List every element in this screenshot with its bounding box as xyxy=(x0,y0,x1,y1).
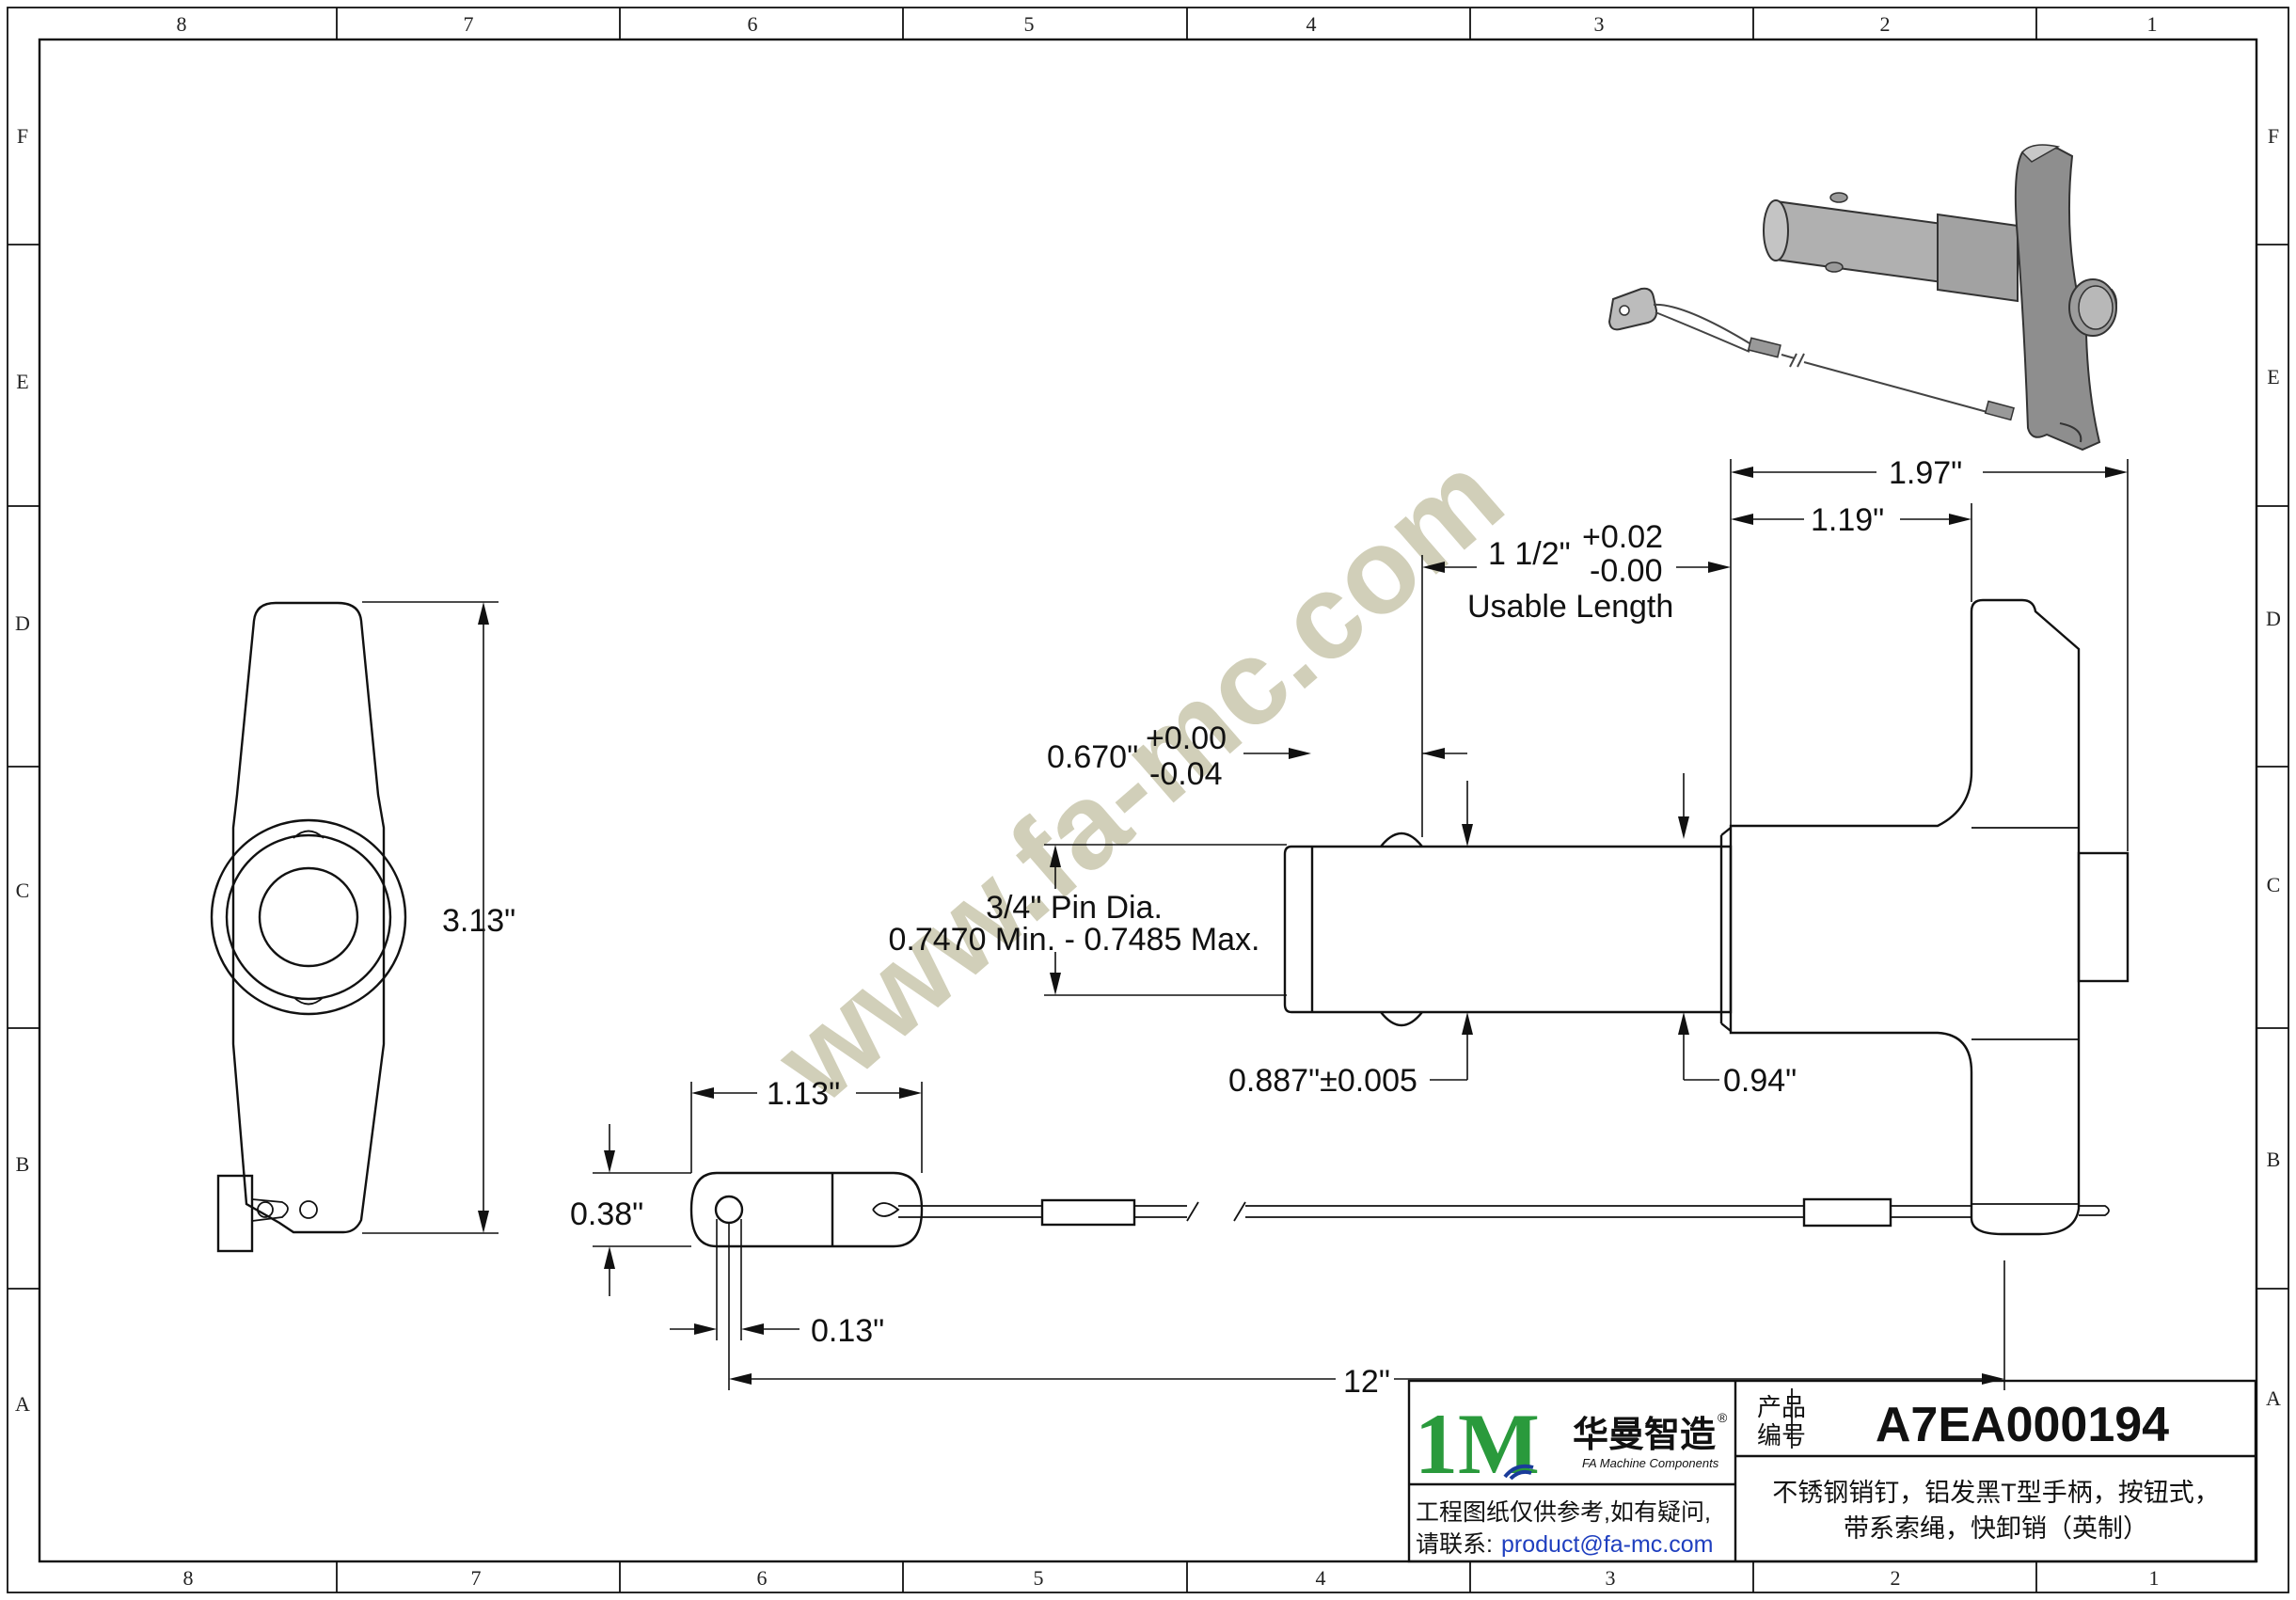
title-block: 1M 华曼智造 ® FA Machine Components 工程图纸仅供参考… xyxy=(1407,1379,2257,1563)
zone-col-top-5: 5 xyxy=(1024,12,1035,36)
zone-col-bottom-5: 5 xyxy=(1034,1566,1044,1590)
notice-line-1: 工程图纸仅供参考,如有疑问, xyxy=(1416,1499,1711,1526)
description-line-2: 带系索绳，快卸销（英制） xyxy=(1844,1514,2148,1543)
zone-row-left-D: D xyxy=(15,611,30,635)
zone-col-bottom-8: 8 xyxy=(183,1566,194,1590)
zone-labels: 8 7 6 5 4 3 2 1 8 7 6 5 4 3 2 1 F E D C … xyxy=(15,12,2281,1590)
zone-col-bottom-7: 7 xyxy=(471,1566,482,1590)
dim-pin-dia: 3/4" Pin Dia. xyxy=(986,890,1163,926)
zone-col-top-3: 3 xyxy=(1594,12,1605,36)
dim-ball-dia: 0.887"±0.005 xyxy=(1228,1063,1417,1099)
dim-ball-tol-minus: -0.04 xyxy=(1149,756,1223,792)
zone-col-top-7: 7 xyxy=(464,12,474,36)
part-number: A7EA000194 xyxy=(1876,1398,2169,1452)
zone-row-left-C: C xyxy=(16,879,30,902)
dim-overall-length: 1.97" xyxy=(1889,455,1962,491)
dim-shoulder-dia: 0.94" xyxy=(1723,1063,1797,1099)
dim-usable-tol-plus: +0.02 xyxy=(1582,519,1663,555)
zone-col-top-1: 1 xyxy=(2147,12,2158,36)
zone-col-top-6: 6 xyxy=(748,12,758,36)
zone-row-right-D: D xyxy=(2266,607,2281,630)
zone-row-left-A: A xyxy=(15,1392,30,1416)
company-logo: 1M 华曼智造 ® FA Machine Components xyxy=(1415,1396,1728,1492)
zone-row-right-B: B xyxy=(2267,1148,2281,1171)
product-label-1: 产品 xyxy=(1757,1393,1806,1421)
dim-tab-width: 0.38" xyxy=(570,1196,643,1232)
company-name-en: FA Machine Components xyxy=(1582,1456,1719,1470)
end-view: 3.13" xyxy=(210,601,515,1253)
zone-row-left-B: B xyxy=(16,1152,30,1176)
zone-col-bottom-3: 3 xyxy=(1606,1566,1616,1590)
zone-col-bottom-1: 1 xyxy=(2149,1566,2160,1590)
dim-handle-height: 3.13" xyxy=(442,903,515,939)
zone-col-bottom-2: 2 xyxy=(1891,1566,1901,1590)
zone-row-left-F: F xyxy=(17,124,28,148)
dim-ball-tol-plus: +0.00 xyxy=(1146,721,1227,756)
dim-lanyard-length: 12" xyxy=(1343,1364,1390,1400)
zone-col-top-4: 4 xyxy=(1306,12,1317,36)
contact-email[interactable]: product@fa-mc.com xyxy=(1501,1531,1713,1558)
zone-row-right-E: E xyxy=(2267,365,2279,388)
isometric-view xyxy=(1607,144,2117,451)
zone-col-bottom-4: 4 xyxy=(1316,1566,1326,1590)
zone-row-right-A: A xyxy=(2266,1386,2281,1410)
product-label-2: 编号 xyxy=(1757,1421,1806,1450)
side-view: 1.97" 1.19" 1 1/2" +0.02 -0.00 Usable Le… xyxy=(888,455,2130,1236)
dim-tab-length: 1.13" xyxy=(767,1076,840,1112)
dim-usable-label: Usable Length xyxy=(1467,589,1673,625)
dim-pin-dia-range: 0.7470 Min. - 0.7485 Max. xyxy=(888,922,1259,958)
zone-col-top-8: 8 xyxy=(177,12,187,36)
dim-usable-tol-minus: -0.00 xyxy=(1590,553,1663,589)
lanyard-view: 1.13" 0.38" 0.13" 12" xyxy=(570,1076,2005,1400)
registered-mark: ® xyxy=(1718,1410,1728,1425)
dim-ball-offset: 0.670" xyxy=(1047,739,1138,775)
dim-handle-offset: 1.19" xyxy=(1811,502,1884,538)
zone-col-top-2: 2 xyxy=(1880,12,1891,36)
company-name-cn: 华曼智造 xyxy=(1573,1416,1716,1455)
dim-usable-length: 1 1/2" xyxy=(1488,536,1571,572)
zone-row-right-F: F xyxy=(2268,124,2279,148)
notice-line-2: 请联系: xyxy=(1416,1531,1493,1558)
dim-hole-dia: 0.13" xyxy=(811,1313,884,1349)
zone-col-bottom-6: 6 xyxy=(757,1566,768,1590)
zone-row-left-E: E xyxy=(16,370,28,393)
description-line-1: 不锈钢销钉，铝发黑T型手柄，按钮式， xyxy=(1772,1479,2220,1507)
zone-row-right-C: C xyxy=(2267,873,2281,896)
brand-mark: 1M xyxy=(1415,1396,1540,1492)
sheet-frame xyxy=(7,7,2289,1593)
